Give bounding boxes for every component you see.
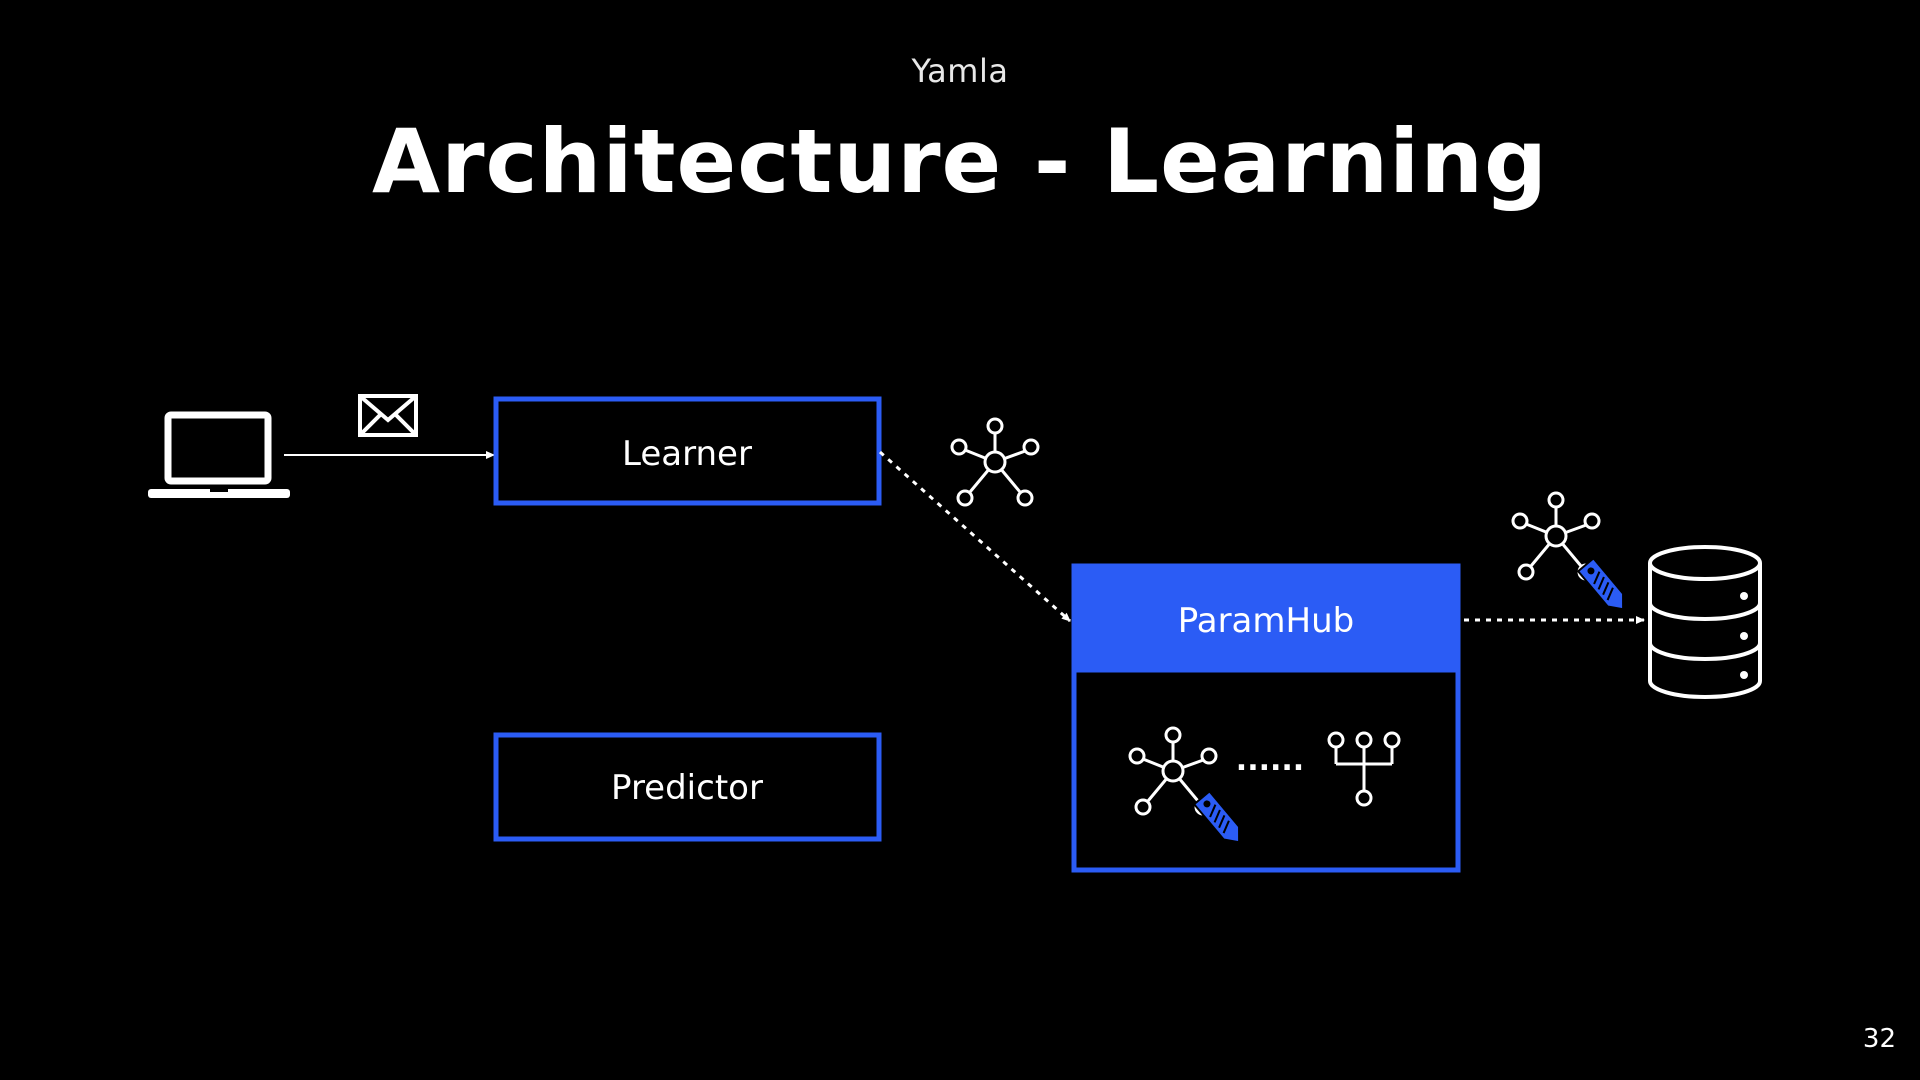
predictor-label: Predictor	[611, 768, 763, 808]
paramhub-label: ParamHub	[1178, 601, 1354, 641]
tree-structure-icon	[1327, 731, 1401, 807]
price-tag-icon	[1577, 557, 1632, 617]
learner-label: Learner	[622, 434, 752, 474]
predictor-node: Predictor	[493, 732, 882, 842]
page-number: 32	[1862, 1024, 1896, 1054]
separator-dots: ......	[1236, 743, 1304, 778]
paramhub-node: ParamHub	[1071, 563, 1461, 873]
database-icon	[1648, 545, 1762, 699]
tagged-network-graph-icon	[1511, 491, 1632, 617]
network-graph-icon	[950, 417, 1040, 507]
slide-kicker: Yamla	[911, 52, 1009, 90]
learner-node: Learner	[493, 396, 882, 506]
envelope-icon	[358, 394, 418, 437]
slide-title: Architecture - Learning	[372, 110, 1548, 213]
learner-to-paramhub-arrow	[879, 450, 1071, 623]
laptop-icon	[148, 411, 290, 498]
